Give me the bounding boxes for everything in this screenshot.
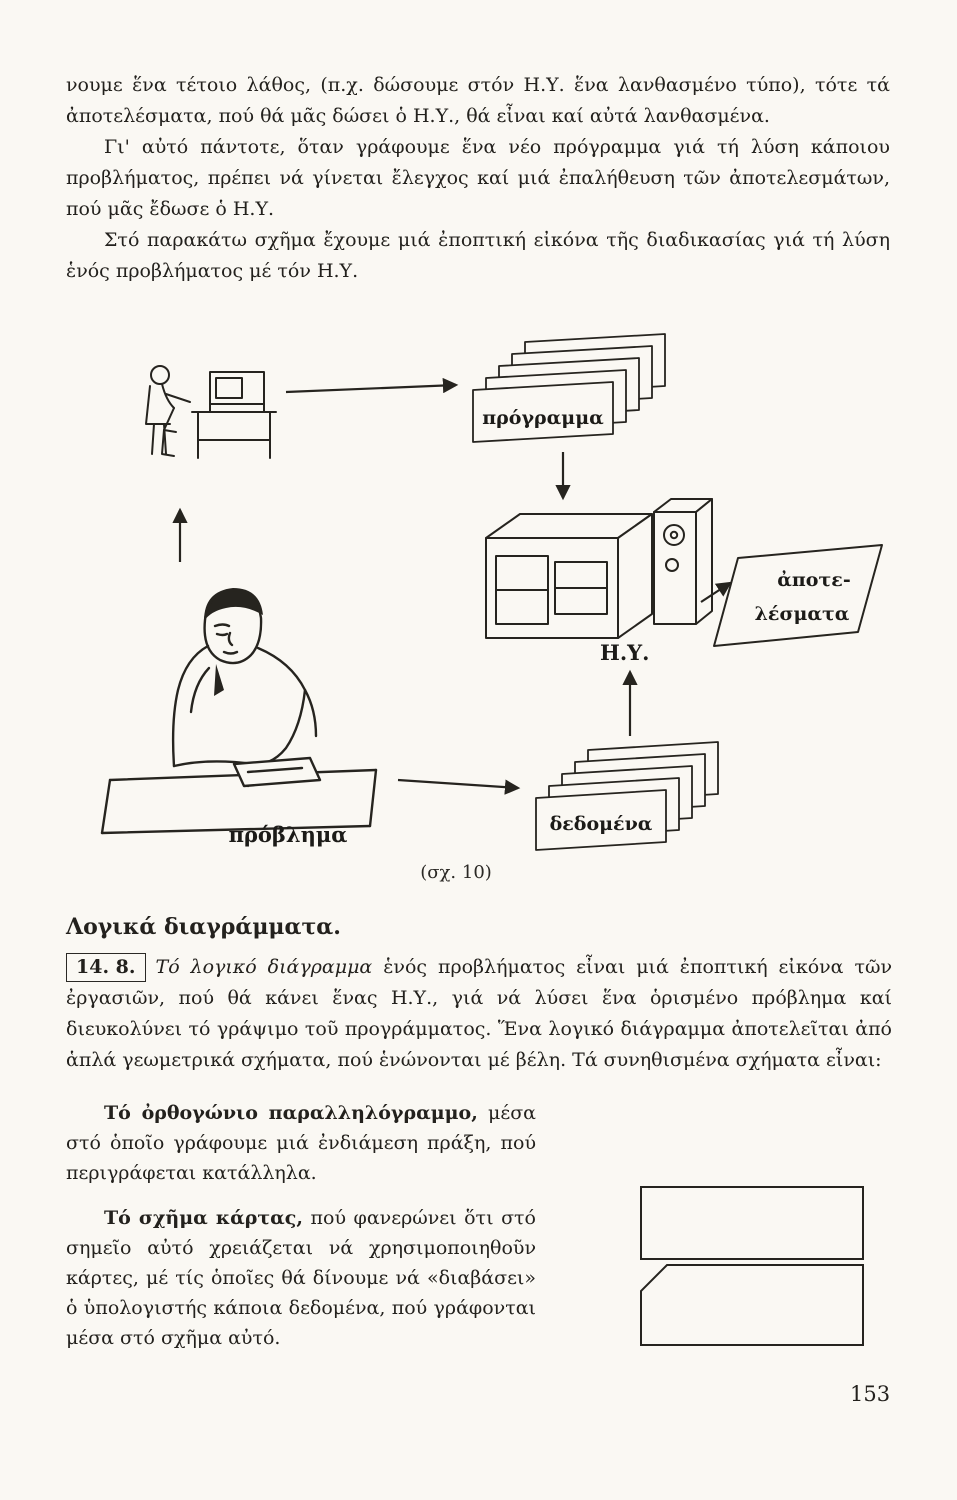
figure-caption: (σχ. 10) bbox=[420, 862, 492, 883]
process-figure-svg: πρόγραμμα Η.Υ. ἀποτε- bbox=[100, 333, 883, 883]
definition-rectangle-paragraph: Τό ὀρθογώνιο παραλληλόγραμμο, μέσα στό ὁ… bbox=[66, 1098, 536, 1188]
paragraph-lead-italic: Τό λογικό διάγραμμα bbox=[155, 956, 373, 978]
rectangle-definition: μέσα στό ὁποῖο γράφουμε μιά ἐνδιάμεση πρ… bbox=[66, 1102, 536, 1184]
person-to-program-arrow bbox=[285, 377, 459, 394]
results-label-line2: λέσματα bbox=[755, 603, 850, 625]
intro-paragraph-1: νουμε ἕνα τέτοιο λάθος, (π.χ. δώσουμε στ… bbox=[66, 74, 890, 127]
program-label: πρόγραμμα bbox=[482, 407, 604, 429]
problem-to-data-arrow bbox=[397, 778, 521, 795]
card-term: Τό σχῆμα κάρτας, bbox=[104, 1207, 303, 1229]
page-number: 153 bbox=[850, 1382, 891, 1406]
intro-text-block: νουμε ἕνα τέτοιο λάθος, (π.χ. δώσουμε στ… bbox=[66, 70, 890, 287]
computer-to-results-arrow bbox=[700, 581, 732, 603]
definition-card-paragraph: Τό σχῆμα κάρτας, πού φανερώνει ὅτι στό σ… bbox=[66, 1203, 536, 1353]
card-symbol-svg bbox=[640, 1264, 864, 1346]
results-parallelogram: ἀποτε- λέσματα bbox=[713, 544, 883, 647]
rectangle-term: Τό ὀρθογώνιο παραλληλόγραμμο, bbox=[104, 1102, 478, 1124]
data-cards-stack: δεδομένα bbox=[535, 741, 719, 851]
problem-label: πρόβλημα bbox=[229, 822, 348, 847]
paragraph-number-box: 14. 8. bbox=[66, 953, 146, 982]
definitions-text-block: Τό ὀρθογώνιο παραλληλόγραμμο, μέσα στό ὁ… bbox=[66, 1098, 536, 1368]
program-cards-stack: πρόγραμμα bbox=[472, 333, 666, 443]
terminal-person-illustration bbox=[145, 365, 277, 459]
intro-paragraph-3: Στό παρακάτω σχῆμα ἔχουμε μιά ἐποπτική ε… bbox=[66, 229, 890, 282]
card-definition: πού φανερώνει ὅτι στό σημεῖο αὐτό χρειάζ… bbox=[66, 1207, 536, 1349]
process-figure: πρόγραμμα Η.Υ. ἀποτε- bbox=[58, 328, 898, 890]
rectangle-symbol bbox=[640, 1186, 864, 1260]
intro-paragraph-2: Γι' αὐτό πάντοτε, ὅταν γράφουμε ἕνα νέο … bbox=[66, 136, 890, 220]
computer-label: Η.Υ. bbox=[600, 640, 649, 665]
data-label: δεδομένα bbox=[550, 813, 653, 835]
paragraph-body: ἑνός προβλήματος εἶναι μιά ἐποπτική εἰκό… bbox=[66, 956, 892, 1071]
writing-person-illustration bbox=[100, 588, 378, 835]
paragraph-14-8: 14. 8. Τό λογικό διάγραμμα ἑνός προβλήματ… bbox=[66, 952, 892, 1076]
computer-illustration bbox=[485, 498, 713, 639]
section-heading: Λογικά διαγράμματα. bbox=[66, 914, 341, 940]
card-symbol bbox=[640, 1264, 864, 1350]
results-label-line1: ἀποτε- bbox=[777, 569, 850, 591]
